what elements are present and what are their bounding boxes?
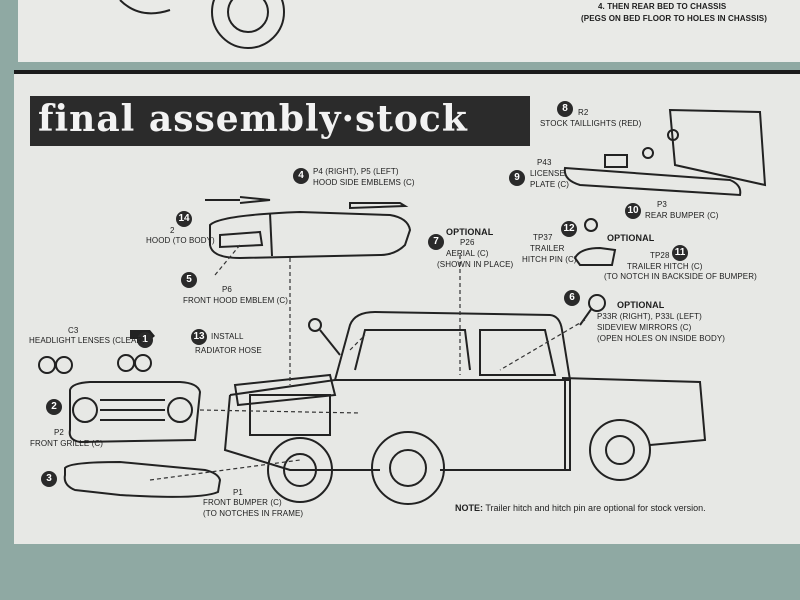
truck-drawing — [223, 310, 707, 505]
step-13-badge: 13 — [191, 329, 207, 345]
step-9-label2: PLATE (C) — [530, 180, 569, 189]
step-12-badge: 12 — [561, 221, 577, 237]
note-text: NOTE: Trailer hitch and hitch pin are op… — [455, 503, 706, 513]
step-3-label: FRONT BUMPER (C) — [203, 498, 282, 507]
step-12-label2: HITCH PIN (C) — [522, 255, 577, 264]
step-11-sub: (To notch in backside of bumper) — [604, 272, 757, 281]
step-7-label: AERIAL (C) — [446, 249, 489, 258]
rear-parts-drawing — [563, 108, 767, 326]
step-8-label: STOCK TAILLIGHTS (Red) — [540, 119, 642, 128]
step-10-parts: P3 — [657, 200, 667, 209]
step-5-label: FRONT HOOD EMBLEM (C) — [183, 296, 289, 305]
front-bumper-drawing — [63, 460, 222, 498]
step-2-badge: 2 — [46, 399, 62, 415]
step-12-label: TRAILER — [530, 244, 565, 253]
headlight-lenses-drawing — [38, 354, 152, 374]
hood-part-drawing — [209, 210, 412, 260]
step-4-parts: P4 (Right), P5 (Left) — [313, 167, 399, 176]
step-5-parts: P6 — [222, 285, 232, 294]
step-11-label: TRAILER HITCH (C) — [627, 262, 703, 271]
step-2-label: FRONT GRILLE (C) — [30, 439, 104, 448]
step-6-badge: 6 — [564, 290, 580, 306]
step-11-badge: 11 — [672, 245, 688, 261]
step-6-label: SIDEVIEW MIRRORS (C) — [597, 323, 692, 332]
note-body: Trailer hitch and hitch pin are optional… — [485, 503, 706, 513]
step-7-optional: OPTIONAL — [446, 227, 494, 237]
step-7-sub: (Shown in place) — [437, 260, 514, 269]
step-6-sub: (Open holes on inside body) — [597, 334, 726, 343]
step-7-parts: P26 — [460, 238, 475, 247]
step-3-parts: P1 — [233, 488, 243, 497]
section-title: final assembly·stock — [38, 98, 468, 140]
section-title-banner: final assembly·stock — [30, 96, 530, 146]
step4-caption: 4. THEN REAR BED TO CHASSIS — [598, 2, 727, 11]
step-3-badge: 3 — [41, 471, 57, 487]
step-9-badge: 9 — [509, 170, 525, 186]
step-6-optional: OPTIONAL — [617, 300, 665, 310]
step-3-sub: (To notches in frame) — [203, 509, 304, 518]
step-2-parts: P2 — [54, 428, 64, 437]
previous-wheel-drawing — [119, 0, 285, 49]
step-9-parts: P43 — [537, 158, 552, 167]
step-11-parts: TP28 — [650, 251, 670, 260]
grille-part-drawing — [68, 381, 202, 444]
step-1-label: HEADLIGHT LENSES (Clear) — [29, 336, 146, 345]
step-9-label: LICENSE — [530, 169, 565, 178]
step-13-label2: RADIATOR HOSE — [195, 346, 262, 355]
step-12-optional: OPTIONAL — [607, 233, 655, 243]
step-8-badge: 8 — [557, 101, 573, 117]
assembly-guide-lines — [149, 244, 586, 481]
previous-page-section: 4. THEN REAR BED TO CHASSIS (PEGS ON BED… — [18, 0, 800, 62]
step4-subcaption: (PEGS ON BED FLOOR TO HOLES IN CHASSIS) — [581, 14, 767, 23]
note-prefix: NOTE: — [455, 503, 483, 513]
step-12-parts: TP37 — [533, 233, 553, 242]
hood-emblem-drawing — [205, 196, 409, 210]
step-1-parts: C3 — [68, 326, 79, 335]
step-10-label: REAR BUMPER (C) — [645, 211, 719, 220]
step-4-badge: 4 — [293, 168, 309, 184]
step-13-label: INSTALL — [211, 332, 244, 341]
step-5-badge: 5 — [181, 272, 197, 288]
step-7-badge: 7 — [428, 234, 444, 250]
step-14-label: HOOD (To body) — [146, 236, 215, 245]
step-14-badge: 14 — [176, 211, 192, 227]
step-8-parts: R2 — [578, 108, 589, 117]
step-1-badge: 1 — [137, 332, 153, 348]
step-14-parts: 2 — [170, 226, 175, 235]
step-10-badge: 10 — [625, 203, 641, 219]
step-4-label: HOOD SIDE EMBLEMS (C) — [313, 178, 415, 187]
step-6-parts: P33R (Right), P33L (Left) — [597, 312, 702, 321]
